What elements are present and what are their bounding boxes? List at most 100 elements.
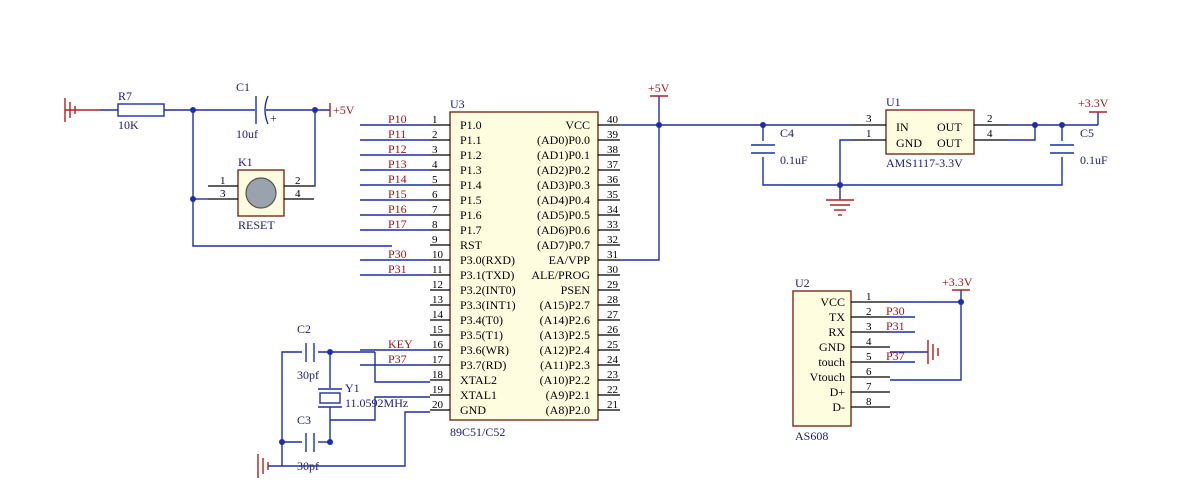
u2-pin-num: 6 (866, 366, 872, 378)
c2-value: 30pf (297, 368, 319, 382)
u3-pin-num: 7 (432, 204, 438, 216)
u3-pin-name: (AD5)P0.5 (537, 208, 590, 222)
net-label: P17 (388, 217, 407, 231)
u3-pin-num: 11 (432, 264, 443, 276)
r7-value: 10K (118, 118, 139, 132)
u3-pin-num: 26 (607, 324, 619, 336)
u3-pin-name: (A12)P2.4 (540, 343, 590, 357)
y1-ref: Y1 (345, 381, 360, 395)
u1-pin-in-name: IN (896, 120, 909, 134)
u3-pin-name: (A8)P2.0 (546, 403, 590, 417)
u3-pin-num: 23 (607, 369, 619, 381)
u2-pin-name: touch (818, 355, 845, 369)
u1-pin-out2-name: OUT (937, 136, 962, 150)
u3-pin-num: 18 (432, 369, 444, 381)
u3-pin-num: 19 (432, 384, 444, 396)
u2-pin-num: 7 (866, 381, 872, 393)
k1-pin-num: 2 (295, 175, 301, 187)
u3-pin-name: P3.0(RXD) (460, 253, 515, 267)
c4-ref: C4 (780, 126, 794, 140)
net-label: P16 (388, 202, 407, 216)
wire-u2-vcc (890, 301, 962, 381)
capacitor-c5 (1050, 144, 1074, 154)
u3-pin-name: GND (460, 403, 486, 417)
u3-pin-num: 12 (432, 279, 443, 291)
u3-pin-name: RST (460, 238, 483, 252)
u3-pin-num: 10 (432, 249, 444, 261)
u2-pin-name: Vtouch (810, 370, 845, 384)
net-label: P10 (388, 112, 407, 126)
regulator-u1 (885, 109, 975, 155)
mcu-u3 (449, 111, 599, 421)
u3-pin-name: VCC (565, 118, 590, 132)
u2-ref: U2 (795, 276, 810, 290)
power-5v-label: +5V (333, 103, 355, 117)
u3-pin-num: 4 (432, 159, 438, 171)
net-label: KEY (388, 337, 413, 351)
u3-pin-num: 21 (607, 399, 618, 411)
switch-button-icon (245, 177, 277, 209)
ground-symbol-osc (257, 454, 269, 478)
u2-pin-num: 2 (866, 306, 872, 318)
u3-pin-num: 9 (432, 234, 438, 246)
net-label: P12 (388, 142, 407, 156)
u2-part: AS608 (795, 429, 828, 443)
u3-pin-num: 29 (607, 279, 619, 291)
u3-pin-num: 8 (432, 219, 438, 231)
u3-pin-name: P1.1 (460, 133, 482, 147)
c1-ref: C1 (236, 80, 250, 94)
u3-pin-num: 2 (432, 129, 438, 141)
u3-pin-num: 5 (432, 174, 438, 186)
u3-pin-num: 33 (607, 219, 619, 231)
u3-pin-name: P3.4(T0) (460, 313, 503, 327)
u3-pin-name: P3.2(INT0) (460, 283, 516, 297)
wire-out2 (1008, 125, 1036, 141)
c1-value: 10uf (236, 127, 258, 141)
wire-xtal2 (374, 352, 430, 383)
u3-pin-name: XTAL1 (460, 388, 497, 402)
c4-value: 0.1uF (780, 153, 808, 167)
crystal-y1 (318, 388, 342, 408)
u3-pin-name: (AD0)P0.0 (537, 133, 590, 147)
u1-pin-num: 3 (866, 113, 872, 125)
wire-u1-gnd (839, 139, 852, 185)
net-label: P13 (388, 157, 407, 171)
u3-pin-name: P1.6 (460, 208, 482, 222)
u3-pin-name: ALE/PROG (531, 268, 590, 282)
c5-value: 0.1uF (1080, 153, 1108, 167)
u3-pin-num: 32 (607, 234, 618, 246)
u1-ref: U1 (886, 95, 901, 109)
capacitor-c1 (255, 95, 269, 125)
u3-pin-num: 28 (607, 294, 619, 306)
u2-pin-name: TX (829, 310, 845, 324)
u3-pin-num: 35 (607, 189, 619, 201)
u1-pin-gnd-name: GND (896, 136, 922, 150)
u2-pin-name: VCC (820, 295, 845, 309)
u3-pin-num: 14 (432, 309, 444, 321)
wire-reset-rst (192, 110, 392, 247)
u2-pin-num: 1 (866, 291, 872, 303)
u1-pin-num: 4 (987, 128, 993, 140)
net-label: P30 (886, 304, 905, 318)
u3-pin-name: (A10)P2.2 (540, 373, 590, 387)
y1-value: 11.0592MHz (345, 396, 408, 410)
u3-pin-num: 20 (432, 399, 444, 411)
capacitor-c2 (305, 343, 315, 362)
power-33v-u2-label: +3.3V (942, 275, 973, 289)
u2-pin-name: D+ (830, 385, 846, 399)
k1-pin-num: 1 (220, 175, 226, 187)
u2-pin-name: GND (819, 340, 845, 354)
u3-pin-name: (A9)P2.1 (546, 388, 590, 402)
k1-value: RESET (238, 218, 275, 232)
u3-pin-name: P1.0 (460, 118, 482, 132)
u3-pin-num: 13 (432, 294, 444, 306)
u3-pin-name: P1.7 (460, 223, 482, 237)
u3-pin-num: 1 (432, 114, 438, 126)
u1-pin-out1-name: OUT (937, 120, 962, 134)
junction (190, 196, 196, 202)
u3-pin-name: P3.3(INT1) (460, 298, 516, 312)
wire-gnd-bus (762, 157, 1063, 186)
capacitor-c3 (305, 433, 315, 452)
c2-ref: C2 (297, 322, 311, 336)
